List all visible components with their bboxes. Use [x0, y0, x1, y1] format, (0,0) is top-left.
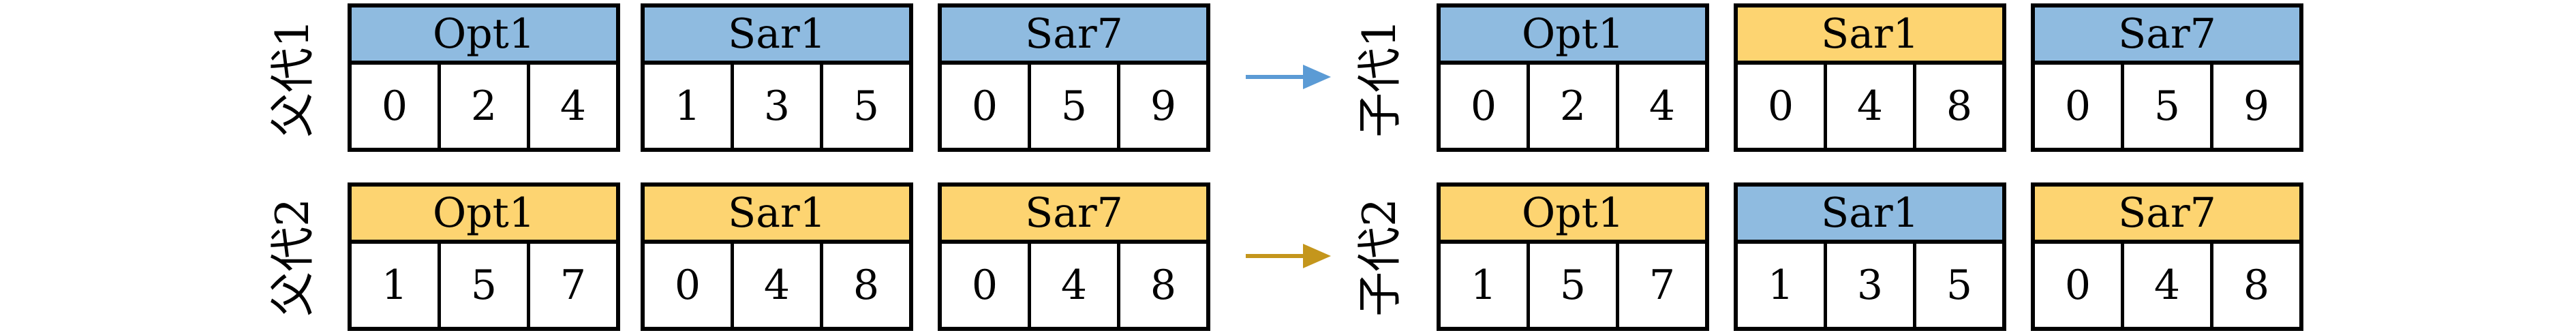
- gene-value-cell: 0: [942, 244, 1031, 327]
- gene-value-cell: 8: [853, 261, 880, 309]
- gene-value-cell: 5: [1530, 244, 1619, 327]
- gene-value-cell: 0: [2035, 244, 2124, 327]
- parent-label-2: 父代2: [266, 198, 319, 317]
- gene-value-cell: 9: [1150, 82, 1177, 130]
- gene-value-cell: 3: [734, 65, 823, 148]
- gene-value-cell: 5: [2124, 65, 2213, 148]
- gene-value-cell: 8: [2243, 261, 2270, 309]
- gene-value-cell: 4: [2124, 244, 2213, 327]
- parent-label-1: 父代1: [266, 19, 319, 138]
- gene-value-cell: 4: [1031, 244, 1120, 327]
- gene-header: Sar1: [1738, 187, 2002, 244]
- gene-value-cell: 5: [1031, 65, 1120, 148]
- gene-header: Opt1: [1441, 7, 1705, 65]
- gene-value-cell: 5: [853, 82, 880, 130]
- childre-label-1: 子代1: [1353, 19, 1406, 138]
- gene-value-cell: 3: [1827, 244, 1916, 327]
- gene-value-cell: 0: [1441, 65, 1530, 148]
- gene-header: Sar7: [942, 187, 1206, 244]
- gene-value-cell: 2: [1530, 65, 1619, 148]
- gene-value-cell: 0: [2035, 65, 2124, 148]
- gene-header: Sar1: [1738, 7, 2002, 65]
- gene-header: Sar7: [2035, 187, 2299, 244]
- gene-value-cell: 0: [352, 65, 441, 148]
- gene-header: Opt1: [1441, 187, 1705, 244]
- gene-header: Opt1: [352, 187, 616, 244]
- gene-header: Sar7: [2035, 7, 2299, 65]
- gene-value-cell: 4: [734, 244, 823, 327]
- gene-value-cell: 7: [1649, 261, 1676, 309]
- arrow-right-icon: [1246, 65, 1331, 89]
- gene-value-cell: 0: [942, 65, 1031, 148]
- gene-value-cell: 1: [1738, 244, 1827, 327]
- gene-header: Opt1: [352, 7, 616, 65]
- gene-header: Sar1: [645, 187, 909, 244]
- arrow-right-icon: [1246, 244, 1331, 268]
- gene-header: Sar1: [645, 7, 909, 65]
- gene-value-cell: 5: [1946, 261, 1973, 309]
- gene-value-cell: 1: [352, 244, 441, 327]
- gene-value-cell: 4: [1649, 82, 1676, 130]
- gene-value-cell: 9: [2243, 82, 2270, 130]
- gene-value-cell: 4: [1827, 65, 1916, 148]
- gene-value-cell: 4: [559, 82, 587, 130]
- gene-value-cell: 0: [645, 244, 734, 327]
- childre-label-2: 子代2: [1353, 198, 1406, 317]
- gene-header: Sar7: [942, 7, 1206, 65]
- gene-value-cell: 8: [1150, 261, 1177, 309]
- gene-value-cell: 1: [645, 65, 734, 148]
- gene-value-cell: 7: [559, 261, 587, 309]
- gene-value-cell: 5: [441, 244, 530, 327]
- gene-value-cell: 2: [441, 65, 530, 148]
- gene-value-cell: 8: [1946, 82, 1973, 130]
- gene-value-cell: 0: [1738, 65, 1827, 148]
- gene-value-cell: 1: [1441, 244, 1530, 327]
